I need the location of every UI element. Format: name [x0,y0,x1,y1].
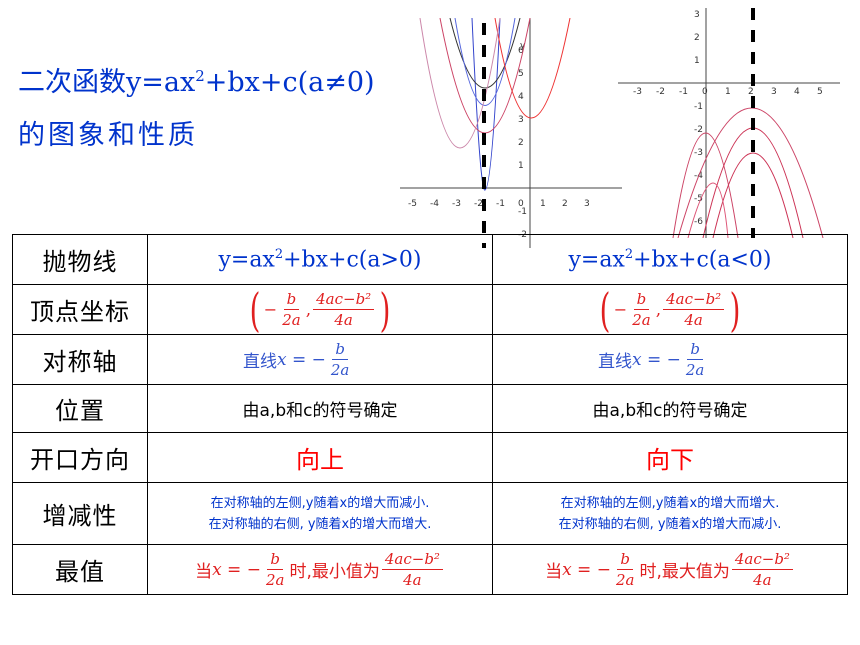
x-tick-label: -2 [656,87,665,97]
title-line-2: 的图象和性质 [18,120,198,151]
direction-up: 向上 [147,432,493,483]
x-tick-label: -3 [633,87,642,97]
table-row: 抛物线 y=ax2+bx+c(a>0) y=ax2+bx+c(a<0) [12,234,848,285]
y-tick-label: -1 [518,207,527,217]
monotonic-pos: 在对称轴的左侧,y随着x的增大而减小.在对称轴的右侧, y随着x的增大而增大. [147,482,493,545]
position-neg: 由a,b和c的符号确定 [492,384,848,433]
x-tick-label: 2 [562,199,568,209]
x-tick-label: -4 [430,199,439,209]
row-label: 开口方向 [12,432,148,483]
graph-downward-parabolas: -3-2-10123456321-1-2-3-4-5-6 [618,8,840,238]
x-tick-label: 5 [817,87,823,97]
y-tick-label: 2 [518,138,524,148]
y-tick-label: -5 [694,194,703,204]
position-pos: 由a,b和c的符号确定 [147,384,493,433]
direction-down: 向下 [492,432,848,483]
x-tick-label: 3 [771,87,777,97]
y-tick-label: 5 [518,69,524,79]
y-tick-label: -2 [694,125,703,135]
monotonic-neg: 在对称轴的左侧,y随着x的增大而增大.在对称轴的右侧, y随着x的增大而减小. [492,482,848,545]
y-tick-label: 2 [694,33,700,43]
parabola-pos: y=ax2+bx+c(a>0) [147,234,493,285]
y-tick-label: 1 [518,161,524,171]
row-label: 对称轴 [12,334,148,385]
row-label: 抛物线 [12,234,148,285]
table-row: 开口方向 向上 向下 [12,432,848,483]
x-tick-label: -2 [474,199,483,209]
x-tick-label: -3 [452,199,461,209]
x-tick-label: -1 [496,199,505,209]
y-tick-label: 3 [694,10,700,20]
parabola-neg: y=ax2+bx+c(a<0) [492,234,848,285]
x-tick-label: 1 [540,199,546,209]
y-tick-label: 1 [694,56,700,66]
y-tick-label: 3 [518,115,524,125]
row-label: 顶点坐标 [12,284,148,335]
y-tick-label: -6 [694,217,703,227]
x-tick-label: 3 [584,199,590,209]
table-row: 位置 由a,b和c的符号确定 由a,b和c的符号确定 [12,384,848,433]
title-line-1: 二次函数y=ax2+bx+c(a≠0) [18,67,375,98]
y-axis-label: y [520,41,526,51]
x-tick-label: 1 [725,87,731,97]
y-tick-label: -3 [694,148,703,158]
x-tick-label: 0 [702,87,708,97]
y-tick-label: -1 [694,102,703,112]
row-label: 位置 [12,384,148,433]
x-tick-label: 2 [748,87,754,97]
row-label: 增减性 [12,482,148,545]
x-tick-label: -1 [679,87,688,97]
y-tick-label: 6 [518,46,524,56]
x-tick-label: 0 [518,199,524,209]
properties-table: 抛物线 y=ax2+bx+c(a>0) y=ax2+bx+c(a<0) 顶点坐标… [12,234,848,595]
x-tick-label: -5 [408,199,417,209]
row-label: 最值 [12,544,148,595]
table-row: 增减性 在对称轴的左侧,y随着x的增大而减小.在对称轴的右侧, y随着x的增大而… [12,482,848,545]
y-tick-label: 4 [518,92,524,102]
x-tick-label: 4 [794,87,800,97]
